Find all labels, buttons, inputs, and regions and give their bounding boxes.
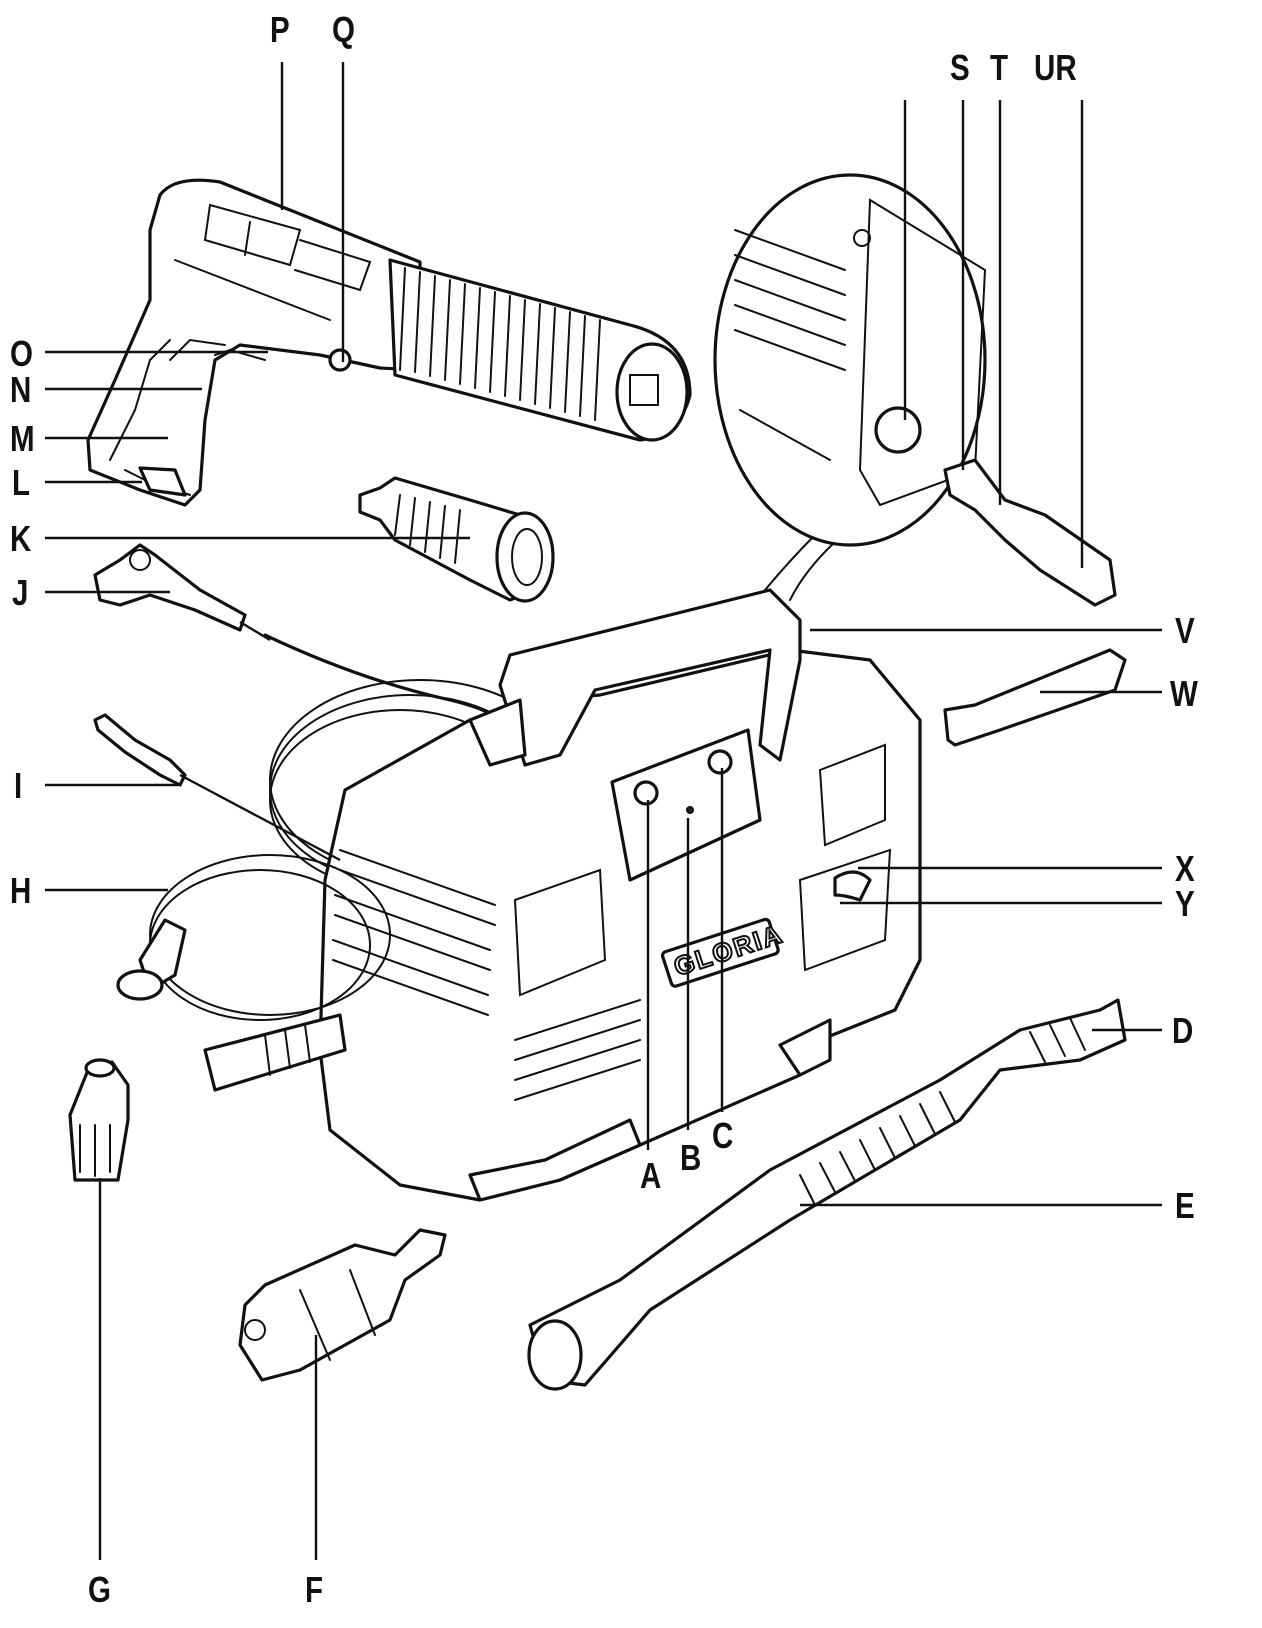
lance-e [527, 998, 1127, 1391]
hose-and-lance [93, 713, 391, 1092]
callout-c: C [712, 1115, 734, 1156]
detail-inset [713, 173, 1117, 607]
callout-l: L [12, 462, 31, 503]
nozzle-k [358, 476, 555, 603]
callout-e: E [1175, 1185, 1195, 1226]
callout-j: J [12, 572, 29, 613]
callout-p: P [270, 9, 290, 50]
callout-i: I [14, 765, 23, 806]
callout-n: N [10, 369, 32, 410]
callout-a: A [640, 1155, 662, 1196]
callout-y: Y [1175, 883, 1195, 924]
callout-h: H [10, 870, 32, 911]
leader-lines [45, 62, 1162, 1560]
callout-d: D [1172, 1010, 1194, 1051]
callout-w: W [1170, 673, 1198, 714]
callout-s: S [950, 47, 970, 88]
callout-k: K [10, 518, 32, 559]
power-plug [93, 543, 512, 732]
callout-g: G [88, 1569, 111, 1610]
nozzle-f [238, 1228, 447, 1382]
callout-v: V [1175, 610, 1195, 651]
adapter-g [68, 1058, 130, 1182]
callout-ur: UR [1034, 47, 1077, 88]
callout-b: B [680, 1137, 702, 1178]
callout-x: X [1175, 848, 1195, 889]
callout-f: F [305, 1569, 324, 1610]
main-unit: GLORIA [269, 588, 922, 1202]
callout-q: Q [332, 9, 355, 50]
callout-o: O [10, 333, 33, 374]
callout-m: M [10, 418, 35, 459]
spray-gun [86, 178, 692, 507]
cleaning-needle [943, 648, 1127, 747]
callout-t: T [990, 47, 1009, 88]
